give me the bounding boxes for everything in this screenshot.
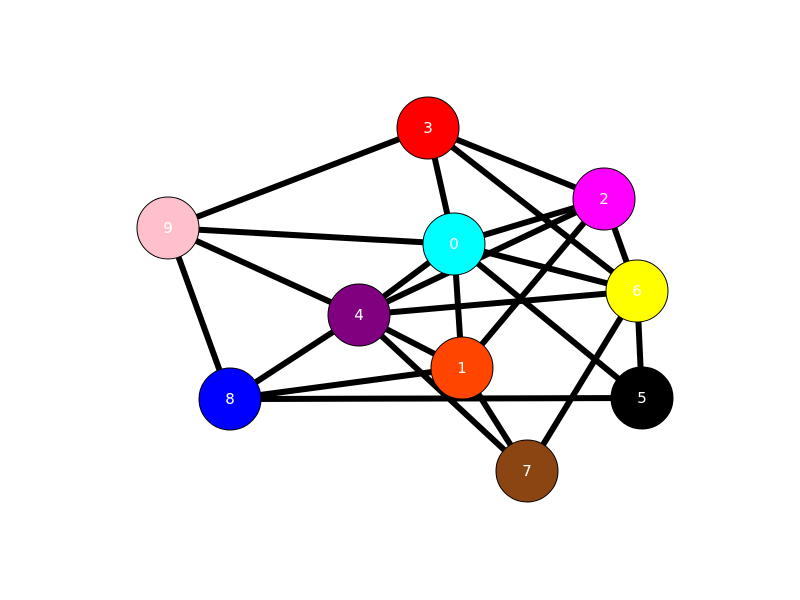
node-label-9: 9 — [163, 219, 173, 237]
edge-8-5 — [229, 395, 643, 402]
node-circle-3 — [396, 96, 460, 160]
node-label-6: 6 — [632, 282, 642, 300]
node-label-3: 3 — [423, 119, 433, 137]
node-8: 8 — [198, 367, 262, 431]
edge-1-8 — [229, 365, 463, 402]
node-label-5: 5 — [637, 389, 647, 407]
edge-2-1 — [459, 197, 607, 370]
edge-3-9 — [166, 125, 430, 231]
node-label-8: 8 — [225, 390, 235, 408]
edge-3-2 — [426, 125, 606, 202]
node-2: 2 — [572, 167, 636, 231]
edge-9-0 — [167, 225, 455, 247]
node-circle-0 — [422, 212, 486, 276]
node-1: 1 — [430, 336, 494, 400]
node-circle-7 — [495, 439, 559, 503]
edge-4-6 — [358, 288, 638, 318]
node-circle-4 — [327, 283, 391, 347]
node-3: 3 — [396, 96, 460, 160]
node-circle-5 — [610, 366, 674, 430]
edge-3-6 — [426, 125, 639, 294]
node-0: 0 — [422, 212, 486, 276]
node-7: 7 — [495, 439, 559, 503]
node-circle-9 — [136, 196, 200, 260]
edge-6-7 — [524, 289, 640, 473]
edge-0-5 — [452, 241, 644, 401]
node-5: 5 — [610, 366, 674, 430]
node-circle-6 — [605, 259, 669, 323]
node-label-0: 0 — [449, 235, 459, 253]
node-label-1: 1 — [457, 359, 467, 377]
node-circle-1 — [430, 336, 494, 400]
node-label-2: 2 — [599, 190, 609, 208]
node-circle-2 — [572, 167, 636, 231]
node-6: 6 — [605, 259, 669, 323]
node-label-7: 7 — [522, 462, 532, 480]
node-4: 4 — [327, 283, 391, 347]
edge-9-4 — [166, 225, 361, 318]
node-circle-8 — [198, 367, 262, 431]
node-label-4: 4 — [354, 306, 364, 324]
node-9: 9 — [136, 196, 200, 260]
nodes-layer: 0 1 2 3 4 5 6 7 8 9 — [136, 96, 674, 503]
